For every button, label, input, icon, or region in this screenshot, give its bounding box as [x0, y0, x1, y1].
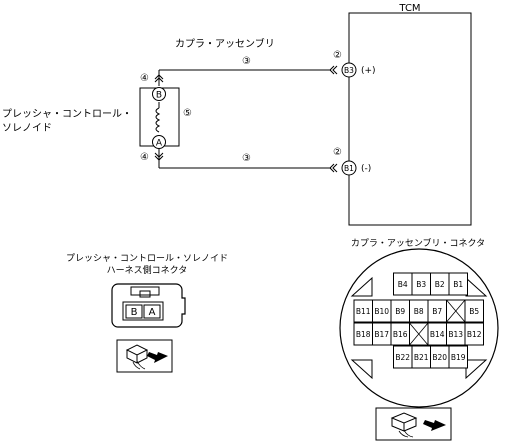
solenoid-coil	[155, 107, 161, 133]
wire-label-top: ③	[242, 56, 251, 67]
coupler-pin-label: B14	[430, 330, 445, 339]
coupler-view-arrow	[423, 420, 446, 431]
terminal-b-label: B	[156, 91, 162, 101]
coupler-pin-label: B16	[393, 330, 408, 339]
coupler-pin-cell	[448, 272, 468, 296]
harness-connector-title-line2: ハーネス側コネクタ	[107, 264, 188, 276]
coupler-assembly-label: カプラ・アッセンブリ	[175, 37, 275, 50]
harness-connector-title-line1: プレッシャ・コントロール・ソレノイド	[66, 253, 228, 264]
coupler-pin-label: B2	[435, 280, 445, 289]
coupler-pin-label: B12	[467, 330, 482, 339]
coupler-pin-cell	[464, 299, 484, 323]
coupler-pin-label: B10	[374, 307, 389, 316]
coupler-pin-label: B19	[451, 353, 466, 362]
tcm-side-marker-top: ②	[333, 50, 342, 61]
coupler-pin-label: B17	[374, 330, 389, 339]
tcm-pin-bottom-label: B1	[344, 164, 354, 173]
harness-view-icon	[116, 339, 173, 373]
tcm-pin-top-circle	[341, 62, 357, 78]
wire-label-bottom: ③	[242, 153, 251, 164]
coupler-connector-title: カプラ・アッセンブリ・コネクタ	[351, 237, 485, 249]
coupler-pin-label: B20	[432, 353, 447, 362]
coupler-pin-label: B11	[356, 307, 371, 316]
harness-pin-b: B	[131, 307, 138, 318]
harness-chevron-bottom	[154, 152, 164, 161]
tcm-polarity-bottom: (-)	[361, 164, 371, 174]
coupler-pin-cell	[448, 345, 468, 369]
tcm-polarity-top: (+)	[361, 66, 376, 76]
coupler-pin-label: B13	[448, 330, 463, 339]
terminal-b-circle	[152, 87, 166, 101]
harness-view-arrow	[147, 352, 168, 363]
coupler-empty-cross	[409, 322, 429, 346]
coupler-pin-label: B9	[395, 307, 405, 316]
coil-marker: ⑤	[183, 108, 192, 119]
harness-chevron-top	[154, 74, 164, 83]
harness-marker-top: ④	[140, 73, 149, 84]
coupler-empty-cross	[446, 299, 466, 323]
terminal-a-circle	[152, 135, 166, 149]
tcm-chevron-top	[329, 65, 338, 75]
coupler-pin-label: B3	[416, 280, 426, 289]
tcm-pin-top-label: B3	[344, 66, 354, 75]
coupler-pin-label: B21	[414, 353, 429, 362]
coupler-pin-cell	[464, 322, 484, 346]
solenoid-label-line1: プレッシャ・コントロール・	[2, 108, 132, 120]
coupler-pin-label: B4	[398, 280, 408, 289]
tcm-chevron-bottom	[329, 163, 338, 173]
tcm-pin-bottom-circle	[341, 160, 357, 176]
coupler-view-icon	[375, 407, 452, 441]
coupler-pin-label: B7	[432, 307, 442, 316]
terminal-a-label: A	[156, 139, 163, 149]
harness-connector-face: B A	[111, 283, 186, 328]
tcm-side-marker-bottom: ②	[333, 147, 342, 158]
tcm-label: TCM	[398, 3, 420, 14]
harness-marker-bottom: ④	[140, 152, 149, 163]
harness-pin-a: A	[149, 307, 156, 318]
coupler-pin-label: B8	[414, 307, 424, 316]
coupler-pin-label: B5	[469, 307, 479, 316]
coupler-pin-label: B1	[453, 280, 463, 289]
solenoid-label-line2: ソレノイド	[2, 123, 52, 134]
coupler-pin-label: B22	[395, 353, 410, 362]
coupler-pin-label: B18	[356, 330, 371, 339]
tcm-box	[348, 12, 472, 226]
